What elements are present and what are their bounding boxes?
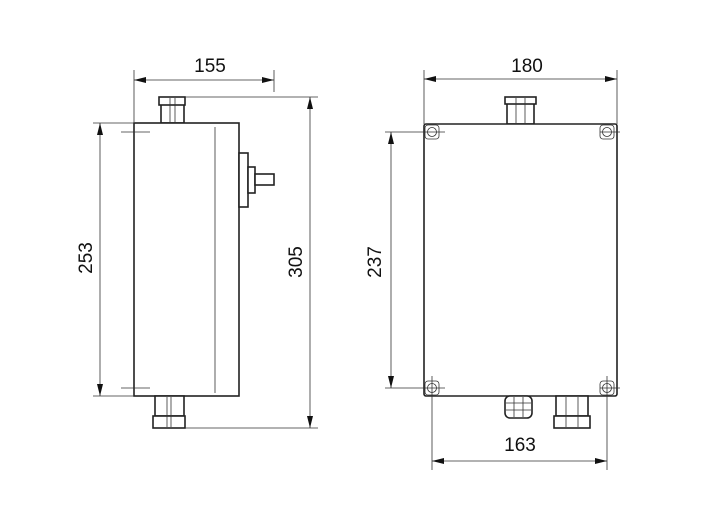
dimension-155: 155 <box>133 56 275 122</box>
dimension-237: 237 <box>365 131 445 389</box>
dimension-label: 253 <box>76 242 97 274</box>
dimension-label: 305 <box>286 246 307 278</box>
dimension-305: 305 <box>185 96 318 429</box>
enclosure-body-front <box>423 123 618 397</box>
front-view: 180 237 163 <box>365 56 620 470</box>
bottom-connector <box>152 395 186 429</box>
dimension-163: 163 <box>431 131 620 470</box>
dimension-label: 180 <box>511 56 543 77</box>
cable-gland <box>504 395 533 419</box>
dimension-label: 237 <box>365 246 386 278</box>
top-connector <box>504 96 537 125</box>
bottom-connector <box>553 395 591 429</box>
top-connector <box>158 96 186 124</box>
side-view: 155 305 253 <box>76 56 318 429</box>
dimension-253: 253 <box>76 122 134 397</box>
side-connector <box>238 152 275 208</box>
enclosure-body-side <box>133 122 240 397</box>
dimension-label: 155 <box>194 56 226 77</box>
dimension-180: 180 <box>423 56 618 124</box>
dimension-label: 163 <box>504 435 536 456</box>
